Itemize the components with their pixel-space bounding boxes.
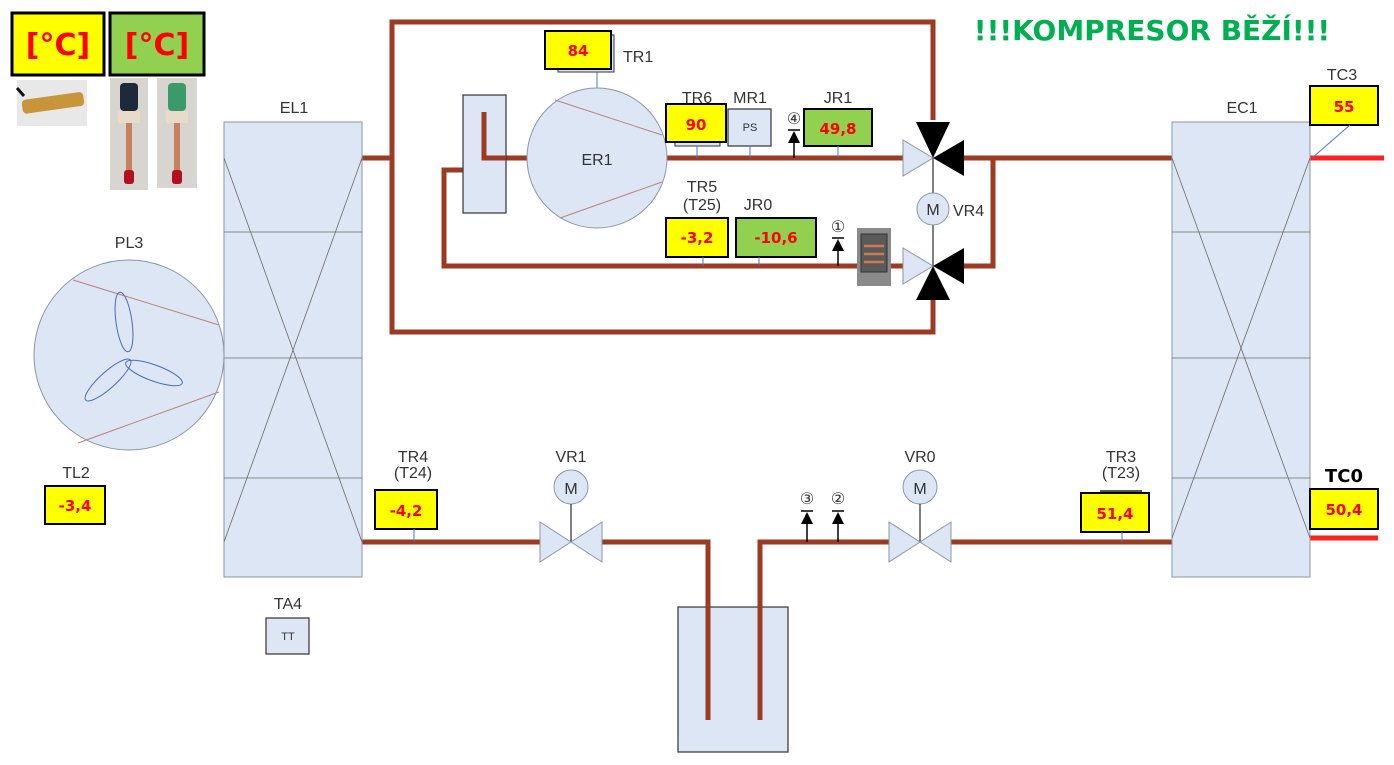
sensor-tl2-value: -3,4 — [59, 497, 92, 515]
sensor-tr5-sublabel: (T25) — [683, 197, 721, 214]
service-port-4: ④ — [787, 111, 801, 158]
sensor-tr1-label: TR1 — [623, 49, 653, 66]
evaporator-el1: EL1 — [223, 100, 363, 578]
valve-vr4: M VR4 — [902, 122, 984, 300]
fan-label: PL3 — [115, 235, 144, 252]
ta4-code: TT — [281, 631, 295, 643]
service-port-3-label: ③ — [800, 491, 814, 508]
service-port-2-label: ② — [831, 491, 845, 508]
vr1-motor-label: M — [564, 481, 577, 498]
condenser-ec1: EC1 — [1171, 100, 1311, 578]
service-port-1-label: ① — [831, 219, 845, 236]
valve-vr1: VR1 M — [539, 449, 603, 563]
service-port-2: ② — [831, 491, 845, 542]
fan-pl3: PL3 — [33, 235, 225, 451]
compressor-status: !!!KOMPRESOR BĚŽÍ!!! — [974, 13, 1330, 47]
legend-temperature-unit: [°C] — [26, 28, 90, 63]
service-port-4-label: ④ — [787, 111, 801, 128]
service-port-1: ① — [831, 219, 845, 266]
pressure-switch-mr1: MR1 PS — [727, 90, 772, 158]
sensor-tr1[interactable]: 84 TR1 — [544, 30, 653, 73]
sensor-tr1-value: 84 — [568, 42, 589, 60]
sensor-jr1-value: 49,8 — [819, 120, 856, 138]
suction-heater-image — [857, 228, 891, 286]
sensor-tc3[interactable]: TC3 55 — [1309, 67, 1379, 159]
sensor-tr3-sublabel: (T23) — [1102, 465, 1140, 482]
vr0-label: VR0 — [904, 449, 935, 466]
sensor-tc0[interactable]: TC0 50,4 — [1309, 466, 1379, 530]
sensor-tr5[interactable]: TR5 (T25) -3,2 — [665, 179, 729, 266]
service-port-3: ③ — [800, 491, 814, 542]
sensor-tr6[interactable]: TR6 90 — [665, 90, 727, 158]
sensor-tr4-label: TR4 — [398, 449, 428, 466]
fan-blades-icon — [84, 291, 183, 402]
vr4-motor-label: M — [926, 202, 939, 219]
sensor-jr0-value: -10,6 — [754, 229, 797, 247]
sensor-tc0-value: 50,4 — [1325, 501, 1362, 519]
sensor-tc3-label: TC3 — [1327, 67, 1357, 84]
sensor-tc3-value: 55 — [1334, 98, 1355, 116]
mr1-code: PS — [743, 122, 758, 134]
temperature-probe-image — [15, 80, 87, 126]
sensor-tl2[interactable]: TL2 -3,4 — [44, 465, 106, 525]
valve-vr0: VR0 M — [888, 449, 952, 563]
compressor-er1: ER1 — [526, 72, 668, 229]
pressure-transducer-high-image — [157, 78, 197, 188]
sensor-tr4-sublabel: (T24) — [394, 465, 432, 482]
mr1-label: MR1 — [733, 90, 767, 107]
sensor-jr1-label: JR1 — [824, 90, 853, 107]
vr1-label: VR1 — [555, 449, 586, 466]
sensor-tr3-label: TR3 — [1106, 449, 1136, 466]
ta4-label: TA4 — [274, 596, 302, 613]
sensor-tr6-label: TR6 — [682, 90, 712, 107]
sensor-jr0-label: JR0 — [744, 197, 773, 214]
sensor-jr0[interactable]: JR0 -10,6 — [735, 197, 817, 266]
sensor-tr4-value: -4,2 — [390, 502, 423, 520]
vr4-label: VR4 — [953, 203, 984, 220]
sensor-tr4[interactable]: TR4 (T24) -4,2 — [374, 449, 438, 542]
compressor-label: ER1 — [581, 152, 612, 169]
sensor-tr6-value: 90 — [686, 116, 707, 134]
sensor-tr3-value: 51,4 — [1096, 505, 1133, 523]
sensor-jr1[interactable]: JR1 49,8 — [803, 90, 873, 158]
vr0-motor-label: M — [913, 481, 926, 498]
legend-temperature: [°C] — [10, 11, 106, 126]
legend-pressure: [°C] — [108, 11, 206, 190]
condenser-label: EC1 — [1226, 100, 1257, 117]
accumulator — [462, 94, 507, 214]
sensor-tl2-label: TL2 — [62, 465, 90, 482]
sensor-tc0-label: TC0 — [1325, 466, 1363, 487]
pressure-transducer-low-image — [110, 78, 148, 190]
legend-pressure-unit: [°C] — [125, 28, 189, 63]
ambient-sensor-ta4: TA4 TT — [265, 596, 310, 655]
liquid-receiver — [677, 600, 789, 753]
sensor-tr5-value: -3,2 — [681, 229, 714, 247]
evaporator-label: EL1 — [280, 100, 309, 117]
sensor-tr3[interactable]: TR3 (T23) 51,4 — [1080, 449, 1150, 542]
sensor-tr5-label: TR5 — [687, 179, 717, 196]
